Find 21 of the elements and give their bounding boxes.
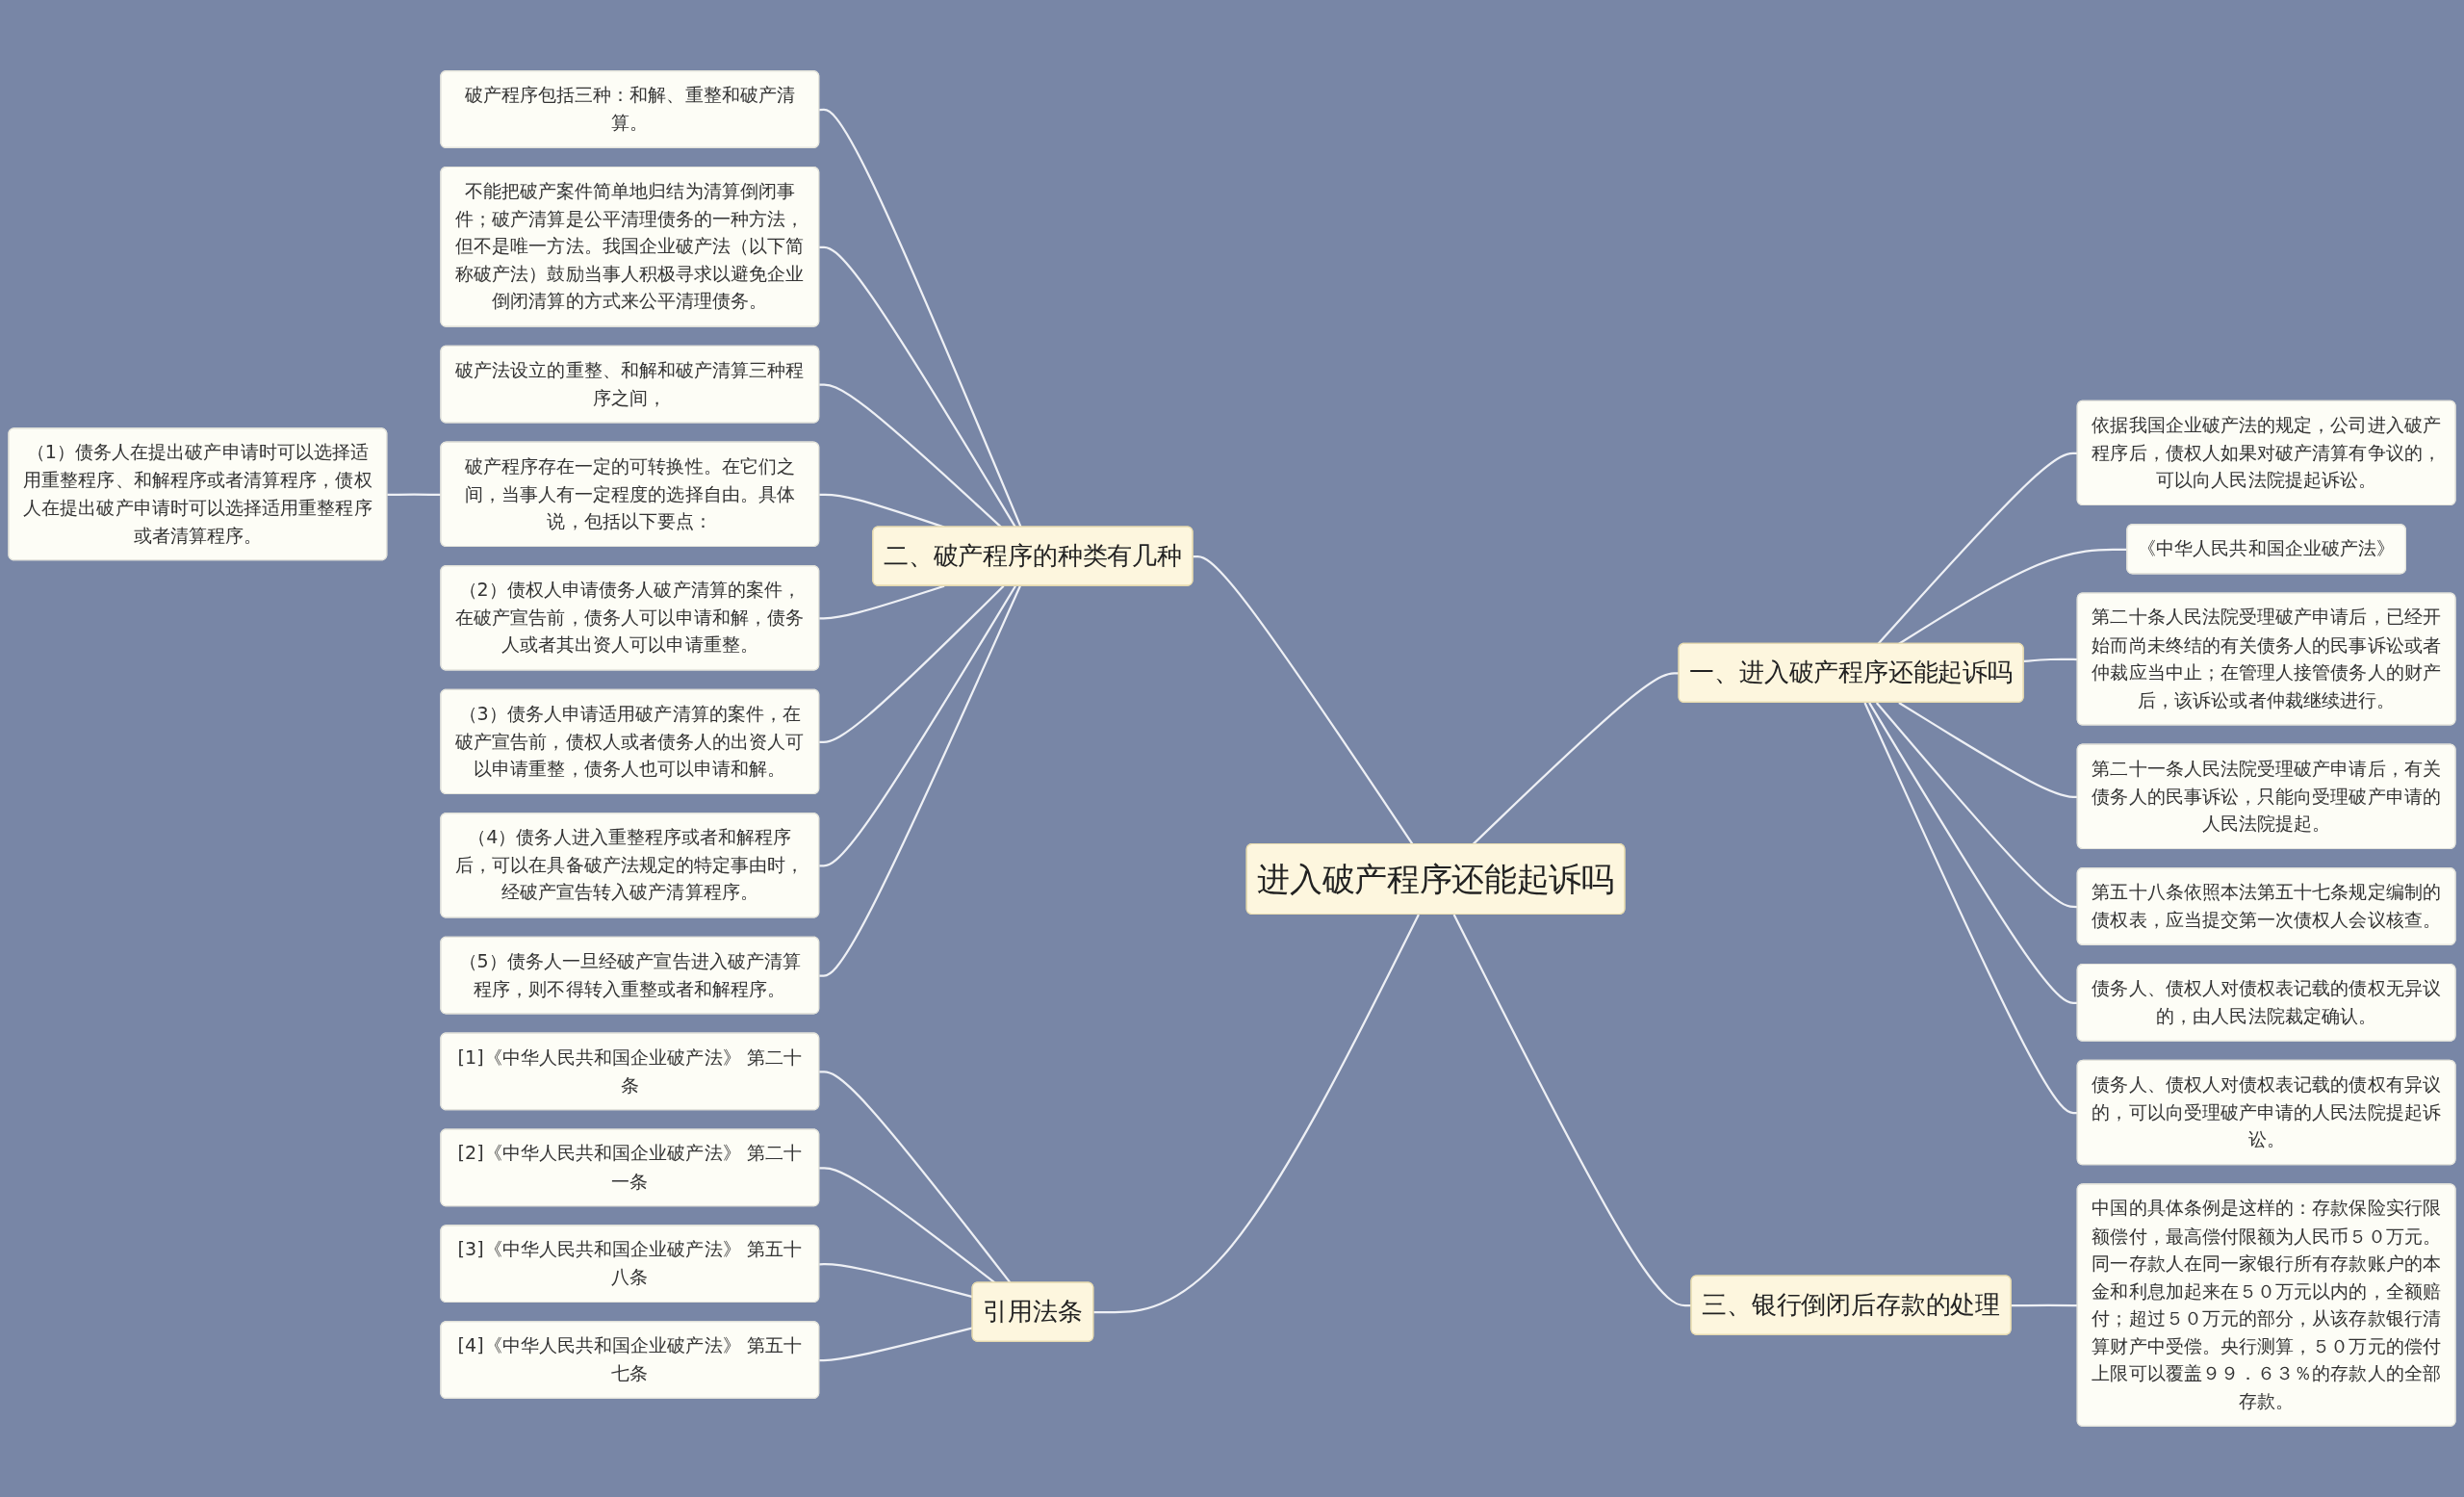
connector xyxy=(1472,672,1680,845)
connector xyxy=(819,383,1002,529)
connector xyxy=(1193,555,1414,845)
connector xyxy=(819,584,945,620)
connector xyxy=(819,585,1016,867)
connector xyxy=(2023,658,2078,663)
connector xyxy=(819,108,1022,528)
connector xyxy=(819,1327,973,1362)
connector xyxy=(819,1167,996,1284)
connector xyxy=(1877,452,2078,645)
connector xyxy=(1093,914,1420,1314)
connector xyxy=(1868,702,2078,1005)
connector xyxy=(819,1263,973,1299)
connector xyxy=(1898,702,2078,798)
connector xyxy=(819,585,1021,977)
connector xyxy=(819,1071,1012,1284)
connector xyxy=(2011,1303,2078,1307)
connector xyxy=(1875,702,2078,909)
connector xyxy=(1863,702,2078,1115)
connector xyxy=(819,245,1016,529)
connector xyxy=(819,584,1005,744)
